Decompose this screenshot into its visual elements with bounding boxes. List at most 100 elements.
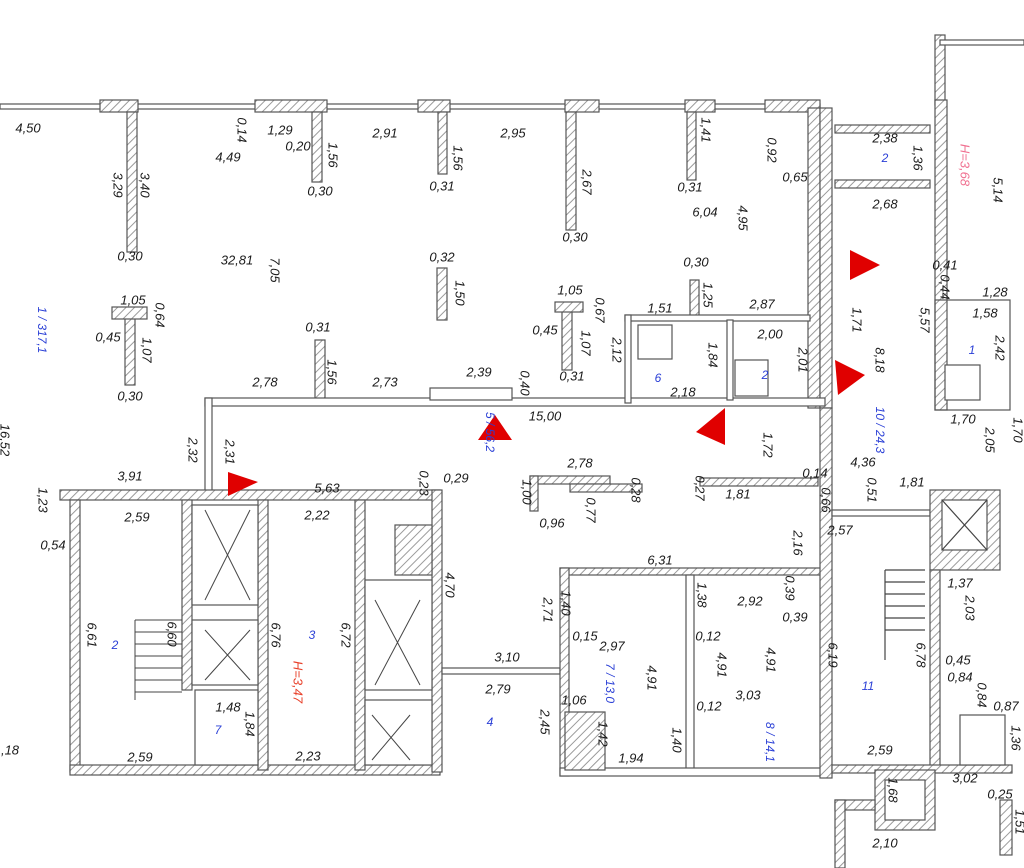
dimension-label: 1,94 [618, 750, 644, 766]
dimension-label: 0,23 [416, 470, 432, 496]
dimension-label: 1,36 [1008, 725, 1024, 751]
room-number-label: 11 [861, 679, 875, 693]
dimension-label: 4,91 [763, 647, 779, 673]
dimension-label: 0,67 [592, 297, 608, 323]
dimension-label: 3,10 [494, 649, 520, 665]
dimension-label: 1,29 [267, 122, 293, 138]
dimension-label: 0,30 [117, 388, 143, 404]
dimension-label: 2,32 [185, 437, 201, 463]
dimension-label: 4,91 [714, 652, 730, 678]
dimension-label: 5,57 [917, 307, 933, 333]
dimension-label: 0,39 [782, 575, 798, 601]
dimension-label: 1,28 [982, 284, 1008, 300]
dimension-label: 1,42 [595, 721, 611, 747]
dimension-label: 0,31 [677, 179, 703, 195]
dimension-label: 0,31 [429, 178, 455, 194]
dimension-label: 8,18 [872, 347, 888, 373]
dimension-label: 0,14 [234, 117, 250, 143]
ceiling-height-label: H=3,68 [957, 143, 973, 187]
dimension-label: 1,56 [324, 359, 340, 385]
room-number-label: 4 [486, 715, 494, 729]
dimension-label: 0,30 [307, 183, 333, 199]
dimension-label: 2,01 [795, 347, 811, 373]
dimension-label: 0,29 [443, 470, 469, 486]
dimension-label: 1,70 [1010, 417, 1024, 443]
dimension-label: 0,51 [864, 477, 880, 503]
dimension-label: 2,12 [609, 337, 625, 363]
room-number-label: 10 / 24,3 [873, 406, 887, 454]
dimension-label: 0,64 [152, 302, 168, 328]
dimension-label: 1,70 [950, 411, 976, 427]
ceiling-height-label: H=3,47 [290, 660, 306, 704]
dimension-label: 2,97 [599, 638, 625, 654]
dimension-label: 4,36 [850, 454, 876, 470]
dimension-label: 0,25 [987, 786, 1013, 802]
dimension-label: 2,57 [827, 522, 853, 538]
dimension-label: 4,91 [644, 665, 660, 691]
dimension-label: 0,84 [947, 669, 973, 685]
dimension-label: 2,67 [579, 169, 595, 195]
dimension-label: 0,87 [993, 698, 1019, 714]
dimension-label: 4,50 [15, 120, 41, 136]
dimension-label: 0,27 [692, 475, 708, 501]
dimension-label: 4,95 [735, 205, 751, 231]
dimension-label: 2,00 [757, 326, 783, 342]
dimension-label: 0,28 [628, 477, 644, 503]
dimension-label: 0,30 [562, 229, 588, 245]
dimension-label: 5,63 [314, 480, 340, 496]
dimension-label: 0,41 [932, 257, 958, 273]
dimension-label: 2,23 [295, 748, 321, 764]
dimension-label: 0,15 [572, 628, 598, 644]
dimension-label: 0,77 [583, 497, 599, 523]
dimension-label: 6,31 [647, 552, 673, 568]
dimension-label: 0,32 [429, 249, 455, 265]
dimension-label: 0,45 [95, 329, 121, 345]
dimension-label: 15,00 [528, 408, 562, 424]
dimension-label: 1,81 [899, 474, 925, 490]
dimension-label: 2,38 [872, 130, 898, 146]
dimension-label: 0,44 [937, 274, 953, 300]
room-number-label: 5 / 56,2 [483, 411, 497, 453]
dimension-label: 4,70 [442, 572, 458, 598]
dimension-label: 1,72 [760, 432, 776, 458]
dimension-label: 1,58 [972, 305, 998, 321]
dimension-label: 1,48 [215, 699, 241, 715]
dimension-label: 0,20 [285, 138, 311, 154]
dimension-label: 0,45 [945, 652, 971, 668]
dimension-label: 2,39 [466, 364, 492, 380]
dimension-label: 1,00 [519, 479, 535, 505]
dimension-label: 1,36 [910, 145, 926, 171]
dimension-label: 2,79 [485, 681, 511, 697]
dimension-label: 2,05 [982, 427, 998, 453]
dimension-label: 6,19 [825, 642, 841, 668]
room-number-label: 1 / 317,1 [35, 306, 49, 354]
dimension-label: 2,78 [252, 374, 278, 390]
dimension-label: 3,02 [952, 770, 978, 786]
room-number-label: 1 [968, 343, 976, 357]
dimension-label: 2,68 [872, 196, 898, 212]
dimension-label: 2,45 [537, 709, 553, 735]
dimension-label: 3,29 [110, 172, 126, 198]
dimension-label: 1,07 [139, 337, 155, 363]
dimension-label: 1,56 [325, 142, 341, 168]
dimension-label: 1,25 [700, 282, 716, 308]
dimension-label: 0,92 [764, 137, 780, 163]
dimension-label: 1,68 [885, 777, 901, 803]
dimension-label: 1,71 [849, 307, 865, 333]
dimension-label: 3,91 [117, 468, 143, 484]
dimension-label: ,18 [0, 742, 20, 758]
dimension-label: 2,18 [670, 384, 696, 400]
dimension-label: 2,22 [304, 507, 330, 523]
dimension-label: 1,07 [578, 330, 594, 356]
dimension-label: 0,40 [517, 370, 533, 396]
dimension-label: 1,05 [557, 282, 583, 298]
dimension-label: 1,38 [694, 582, 710, 608]
room-number-label: 2 [881, 151, 889, 165]
dimension-label: 2,31 [222, 439, 238, 465]
dimension-label: 2,59 [867, 742, 893, 758]
room-number-label: 2 [761, 368, 769, 382]
room-number-label: 8 / 14,1 [763, 721, 777, 763]
dimension-label: 6,78 [913, 642, 929, 668]
dimension-label: 1,06 [561, 692, 587, 708]
